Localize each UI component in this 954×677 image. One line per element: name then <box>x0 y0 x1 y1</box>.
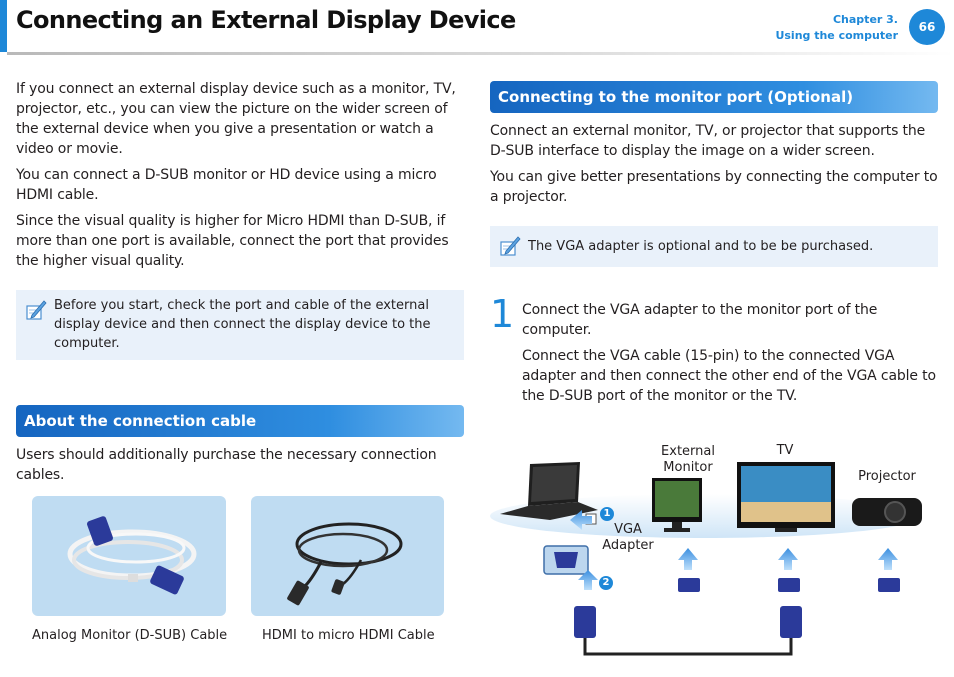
header-accent-bar <box>0 0 7 52</box>
upload-arrow-icon <box>570 510 898 590</box>
note-text: Before you start, check the port and cab… <box>54 298 431 351</box>
intro-paragraph: Since the visual quality is higher for M… <box>16 213 449 269</box>
tv-icon <box>737 462 835 532</box>
label-tv: TV <box>776 443 794 458</box>
monitor-port-paragraph: Connect an external monitor, TV, or proj… <box>490 123 926 159</box>
step-text: Connect the VGA adapter to the monitor p… <box>522 300 938 406</box>
marker-1-icon <box>600 507 614 521</box>
intro-paragraph: You can connect a D-SUB monitor or HD de… <box>16 167 437 203</box>
page-number-badge: 66 <box>909 9 945 45</box>
hdmi-cable-icon <box>287 522 403 606</box>
vga-adapter-icon <box>543 545 589 575</box>
note-pencil-icon <box>500 236 521 256</box>
hdmi-cable-caption: HDMI to micro HDMI Cable <box>262 628 435 643</box>
dsub-cable-icon <box>67 516 197 595</box>
marker-2-label: 2 <box>602 577 610 588</box>
step-paragraph: Connect the VGA adapter to the monitor p… <box>522 302 878 338</box>
dsub-cable-caption: Analog Monitor (D-SUB) Cable <box>32 628 228 643</box>
vga-cable-plug-icon <box>574 606 802 638</box>
monitor-port-paragraph: You can give better presentations by con… <box>490 169 938 205</box>
vga-cable-line <box>583 638 793 656</box>
step-number: 1 <box>490 292 515 336</box>
chapter-title: Using the computer <box>775 29 898 42</box>
label-external-monitor: External Monitor <box>661 444 715 475</box>
header-divider <box>7 52 954 55</box>
section-text-cable: Users should additionally purchase the n… <box>16 447 437 483</box>
intro-paragraph: If you connect an external display devic… <box>16 81 456 157</box>
note-box-vga: The VGA adapter is optional and to be be… <box>490 226 938 267</box>
marker-1-label: 1 <box>603 508 611 519</box>
laptop-icon <box>500 462 598 520</box>
note-pencil-icon <box>26 300 47 320</box>
section-header-cable: About the connection cable <box>16 405 464 437</box>
label-vga-adapter: VGA Adapter <box>602 522 654 553</box>
section-header-monitor-port: Connecting to the monitor port (Optional… <box>490 81 938 113</box>
marker-2-icon <box>599 576 613 590</box>
chapter-number: Chapter 3. <box>832 13 898 26</box>
projector-icon <box>852 498 922 526</box>
note-text: The VGA adapter is optional and to be be… <box>528 239 874 254</box>
note-box: Before you start, check the port and cab… <box>16 290 464 360</box>
chapter-label: Chapter 3. Using the computer <box>775 12 898 44</box>
step-paragraph: Connect the VGA cable (15-pin) to the co… <box>522 348 936 404</box>
external-monitor-icon <box>652 478 702 532</box>
dsub-cable-image <box>32 496 226 616</box>
monitor-port-text: Connect an external monitor, TV, or proj… <box>490 121 940 207</box>
vga-connector-icon <box>678 578 900 592</box>
connection-diagram-illustration <box>490 462 922 656</box>
page-title: Connecting an External Display Device <box>16 6 516 34</box>
intro-text: If you connect an external display devic… <box>16 79 466 271</box>
label-projector: Projector <box>858 469 916 484</box>
hdmi-cable-image <box>251 496 444 616</box>
connection-diagram: 1 2 External Monitor TV Projector VGA Ad… <box>490 440 940 670</box>
